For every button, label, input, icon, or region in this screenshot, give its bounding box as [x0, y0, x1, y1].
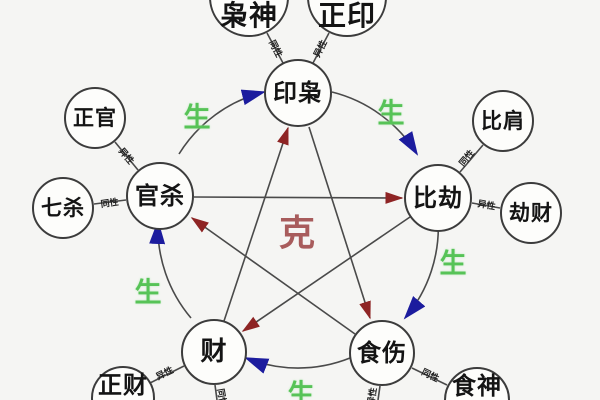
sheng-label-bottom: 生 — [287, 379, 315, 400]
node-label: 七杀 — [41, 195, 85, 220]
sheng-arc-yinxiao-bijie — [331, 91, 419, 156]
line-zhengguan-guansha — [114, 141, 139, 171]
ke-center-label: 克 — [278, 213, 316, 254]
relation-label: 异性 — [311, 38, 330, 59]
node-label: 官杀 — [135, 182, 185, 210]
node-label: 比劫 — [413, 184, 463, 212]
sheng-label-right: 生 — [439, 248, 467, 280]
ke-line-yinxiao-shishang — [308, 126, 371, 320]
sheng-label-topright: 生 — [377, 98, 405, 130]
node-qisha: 七杀 — [32, 177, 94, 239]
ke-line-guansha-bijie — [193, 191, 404, 204]
node-label: 劫财 — [509, 200, 553, 225]
ke-line-shishang-guansha — [190, 217, 356, 335]
node-xiaoshen: 枭神 — [209, 0, 289, 37]
line-bijian-bijie — [459, 144, 484, 173]
sheng-label-topleft: 生 — [183, 102, 211, 134]
node-zhengguan: 正官 — [64, 87, 126, 149]
sheng-arc-bijie-shishang — [403, 217, 440, 320]
node-label: 枭神 — [219, 0, 278, 32]
node-zhengyin: 正印 — [307, 0, 387, 37]
relation-label: 异性 — [477, 198, 497, 213]
node-label: 正财 — [98, 371, 148, 399]
line-zhengcai-cai — [149, 365, 185, 384]
node-label: 食神 — [452, 372, 502, 400]
node-label: 食伤 — [357, 339, 407, 367]
sheng-arc-shishang-cai — [244, 357, 351, 374]
line-piancai-cai — [214, 384, 218, 400]
node-yinxiao: 印枭 — [264, 59, 332, 127]
relation-label: 同性 — [266, 38, 285, 59]
sheng-arc-guansha-yinxiao — [178, 89, 266, 155]
node-label: 正印 — [317, 0, 376, 32]
relation-label: 同性 — [420, 366, 441, 385]
node-label: 比肩 — [481, 108, 525, 133]
node-guansha: 官杀 — [126, 162, 194, 230]
relation-label: 异性 — [154, 364, 175, 383]
node-bijie: 比劫 — [404, 164, 472, 232]
ke-line-cai-yinxiao — [223, 126, 289, 322]
relation-label: 同性 — [100, 196, 120, 210]
node-label: 财 — [200, 337, 228, 367]
line-shangguan-shishang — [377, 385, 381, 400]
line-xiaoshen-yinxiao — [266, 32, 284, 64]
line-shishen-shishang — [411, 367, 448, 386]
node-jiecai: 劫财 — [500, 182, 562, 244]
node-zhengcai: 正财 — [91, 366, 155, 400]
relation-label: 异性 — [365, 387, 380, 400]
node-label: 正官 — [73, 105, 117, 130]
line-jiecai-bijie — [471, 202, 501, 209]
node-label: 印枭 — [273, 79, 323, 107]
relation-label: 同性 — [214, 388, 229, 400]
line-qisha-guansha — [93, 199, 127, 205]
ke-line-bijie-cai — [241, 216, 411, 332]
node-shishang: 食伤 — [349, 320, 415, 386]
node-bijian: 比肩 — [472, 90, 534, 152]
line-zhengyin-yinxiao — [312, 32, 330, 64]
sheng-arc-cai-guansha — [149, 220, 192, 319]
node-cai: 财 — [181, 319, 247, 385]
sheng-label-left: 生 — [134, 277, 162, 309]
relation-label: 同性 — [456, 147, 477, 169]
node-shishen: 食神 — [444, 367, 510, 400]
